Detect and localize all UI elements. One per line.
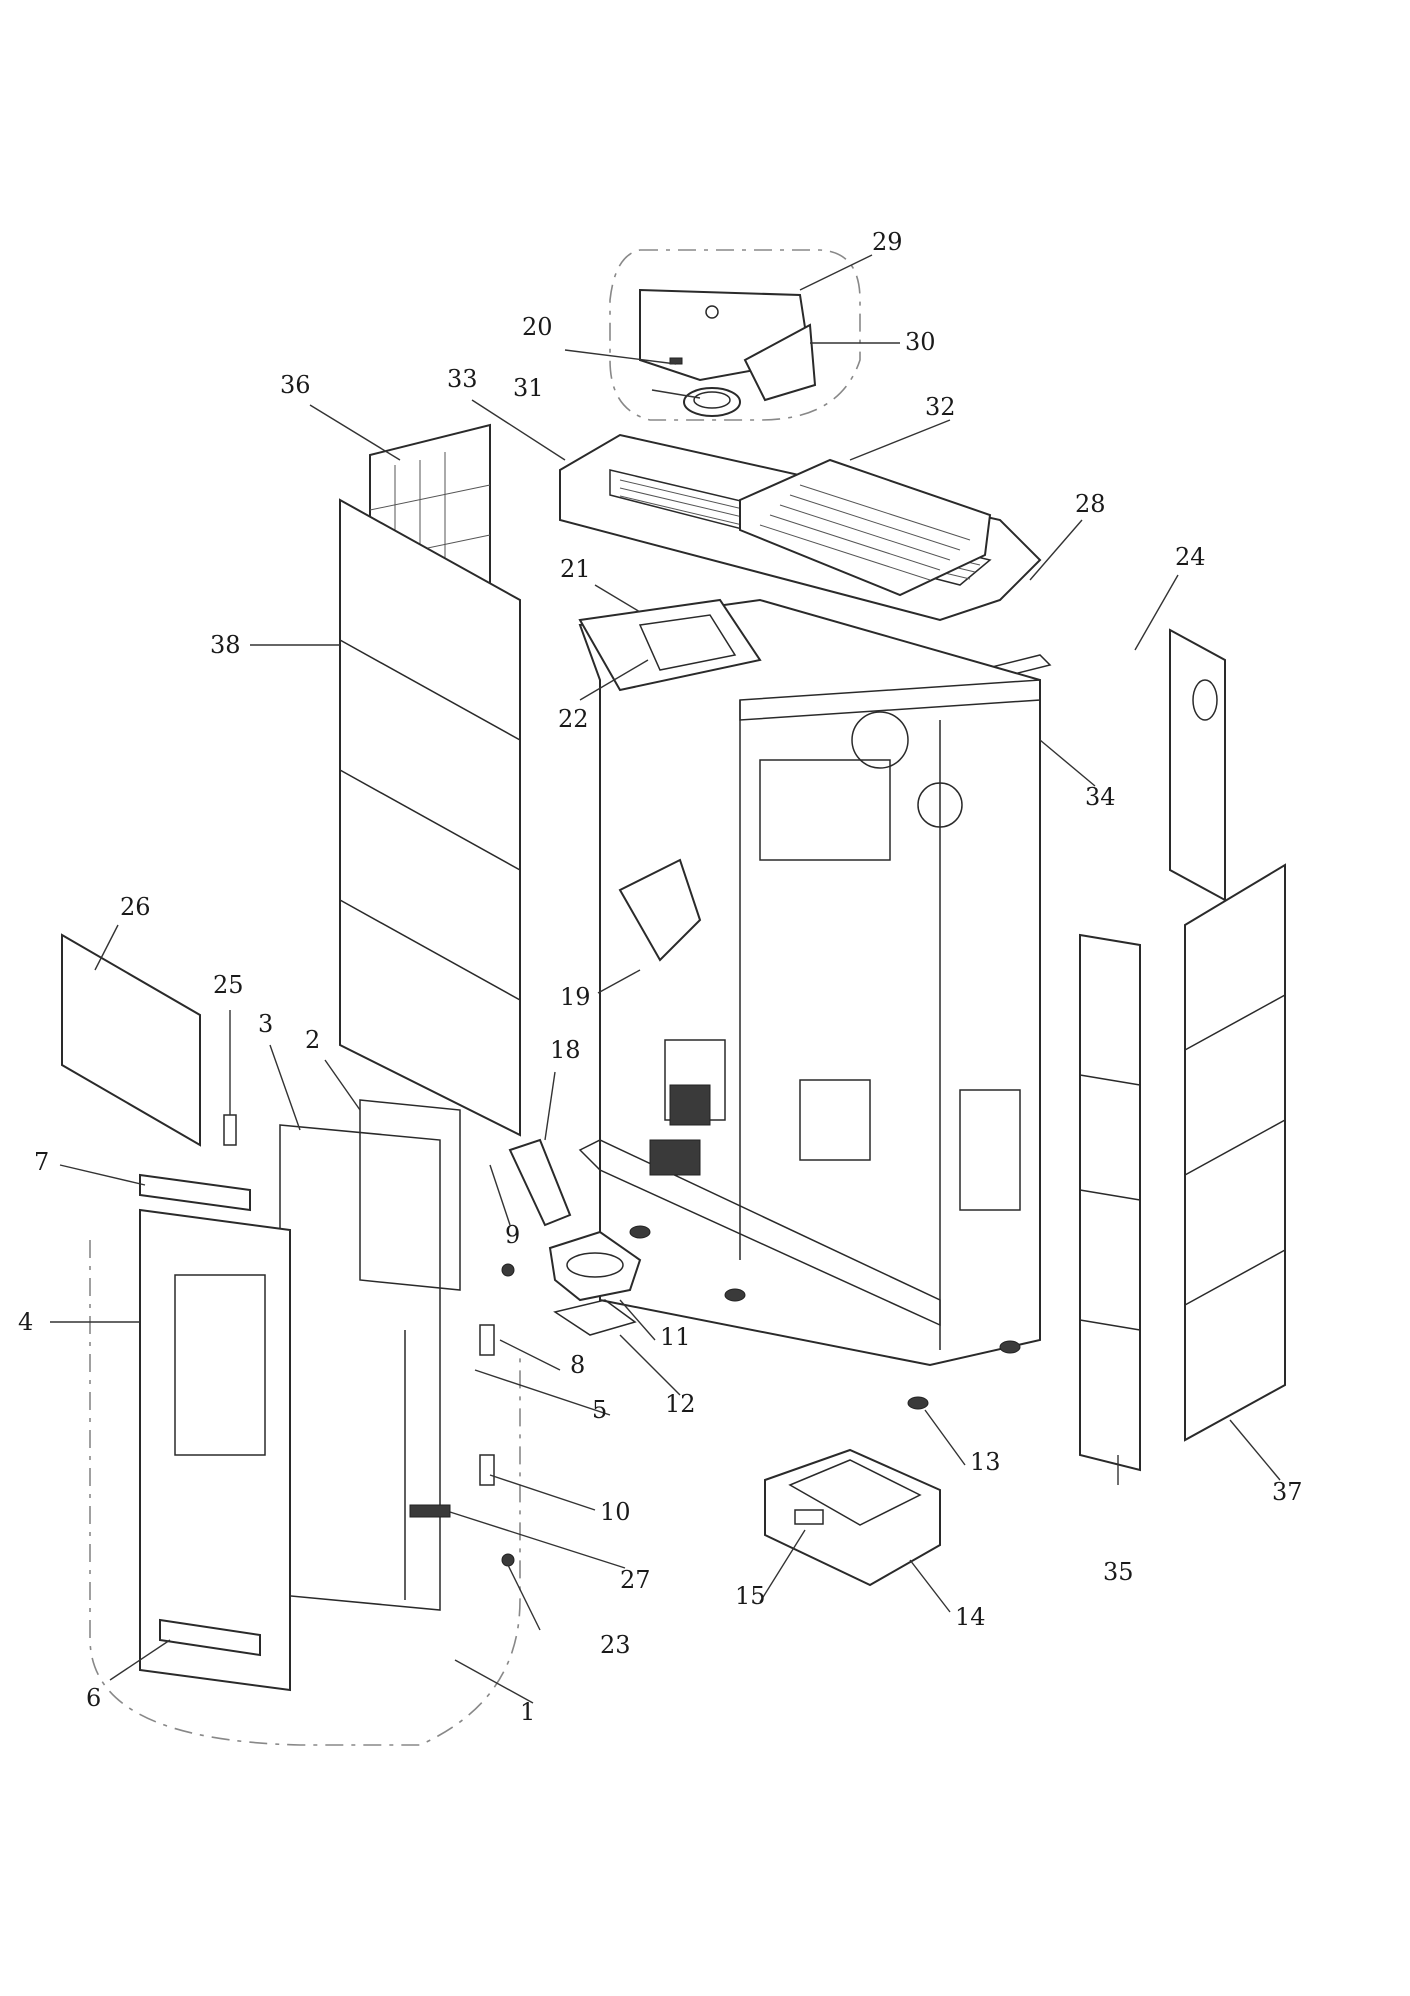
callout-13: 13 — [970, 1448, 1001, 1476]
side-panel-38 — [339, 498, 521, 1137]
hinge-25 — [223, 1114, 237, 1146]
callout-3: 3 — [258, 1010, 273, 1038]
callout-24: 24 — [1175, 543, 1206, 571]
callout-36: 36 — [280, 371, 311, 399]
bracket-6 — [159, 1618, 261, 1657]
foot-13 — [629, 1225, 1021, 1410]
callout-7: 7 — [34, 1148, 49, 1176]
panel-26 — [61, 933, 201, 1147]
side-panel-35 — [1079, 933, 1141, 1472]
callout-labels: 1 2 3 4 5 6 7 8 9 10 11 12 13 14 15 18 1… — [18, 228, 1303, 1726]
callout-30: 30 — [905, 328, 936, 356]
grille-32 — [739, 458, 992, 597]
assembly-group-1-outline — [89, 1240, 521, 1746]
callout-26: 26 — [120, 893, 151, 921]
callout-1: 1 — [520, 1698, 535, 1726]
callout-18: 18 — [550, 1036, 581, 1064]
connector-27 — [409, 1504, 451, 1518]
callout-32: 32 — [925, 393, 956, 421]
callout-12: 12 — [665, 1390, 696, 1418]
main-chassis — [578, 598, 1041, 1367]
flue-collar-31 — [683, 387, 741, 417]
ash-drawer-14 — [764, 1448, 941, 1587]
glass-2 — [359, 1099, 461, 1291]
callout-20: 20 — [522, 313, 553, 341]
callout-11: 11 — [660, 1323, 691, 1351]
top-cover-plate — [639, 288, 817, 402]
callout-34: 34 — [1085, 783, 1116, 811]
bracket-7 — [139, 1173, 251, 1212]
callout-4: 4 — [18, 1308, 33, 1336]
auger-motor-19 — [618, 858, 726, 1176]
callout-19: 19 — [560, 983, 591, 1011]
door-parts-5-8-10 — [404, 1324, 495, 1600]
brazier-gasket-12 — [553, 1299, 637, 1336]
callout-33: 33 — [447, 365, 478, 393]
callout-21: 21 — [560, 555, 591, 583]
brazier-11 — [548, 1230, 642, 1302]
callout-27: 27 — [620, 1566, 651, 1594]
callout-8: 8 — [570, 1351, 585, 1379]
latch-9-23 — [501, 1263, 515, 1567]
bracket-18 — [508, 1138, 572, 1227]
callout-14: 14 — [955, 1603, 986, 1631]
callout-2: 2 — [305, 1026, 320, 1054]
combustion-chamber-21-22 — [578, 598, 762, 692]
callout-15: 15 — [735, 1582, 766, 1610]
callout-31: 31 — [513, 374, 544, 402]
callout-25: 25 — [213, 971, 244, 999]
callout-5: 5 — [592, 1396, 607, 1424]
callout-10: 10 — [600, 1498, 631, 1526]
back-panel-24 — [1169, 628, 1226, 902]
callout-38: 38 — [210, 631, 241, 659]
callout-6: 6 — [86, 1684, 101, 1712]
callout-37: 37 — [1272, 1478, 1303, 1506]
door-4 — [139, 1208, 291, 1692]
leader-lines — [50, 254, 1281, 1704]
callout-28: 28 — [1075, 490, 1106, 518]
callout-29: 29 — [872, 228, 903, 256]
drawer-handle-15 — [794, 1509, 824, 1525]
side-panel-37 — [1184, 863, 1286, 1442]
callout-9: 9 — [505, 1221, 520, 1249]
callout-35: 35 — [1103, 1558, 1134, 1586]
callout-22: 22 — [558, 705, 589, 733]
callout-23: 23 — [600, 1631, 631, 1659]
assembly-group-29-outline — [609, 249, 861, 421]
